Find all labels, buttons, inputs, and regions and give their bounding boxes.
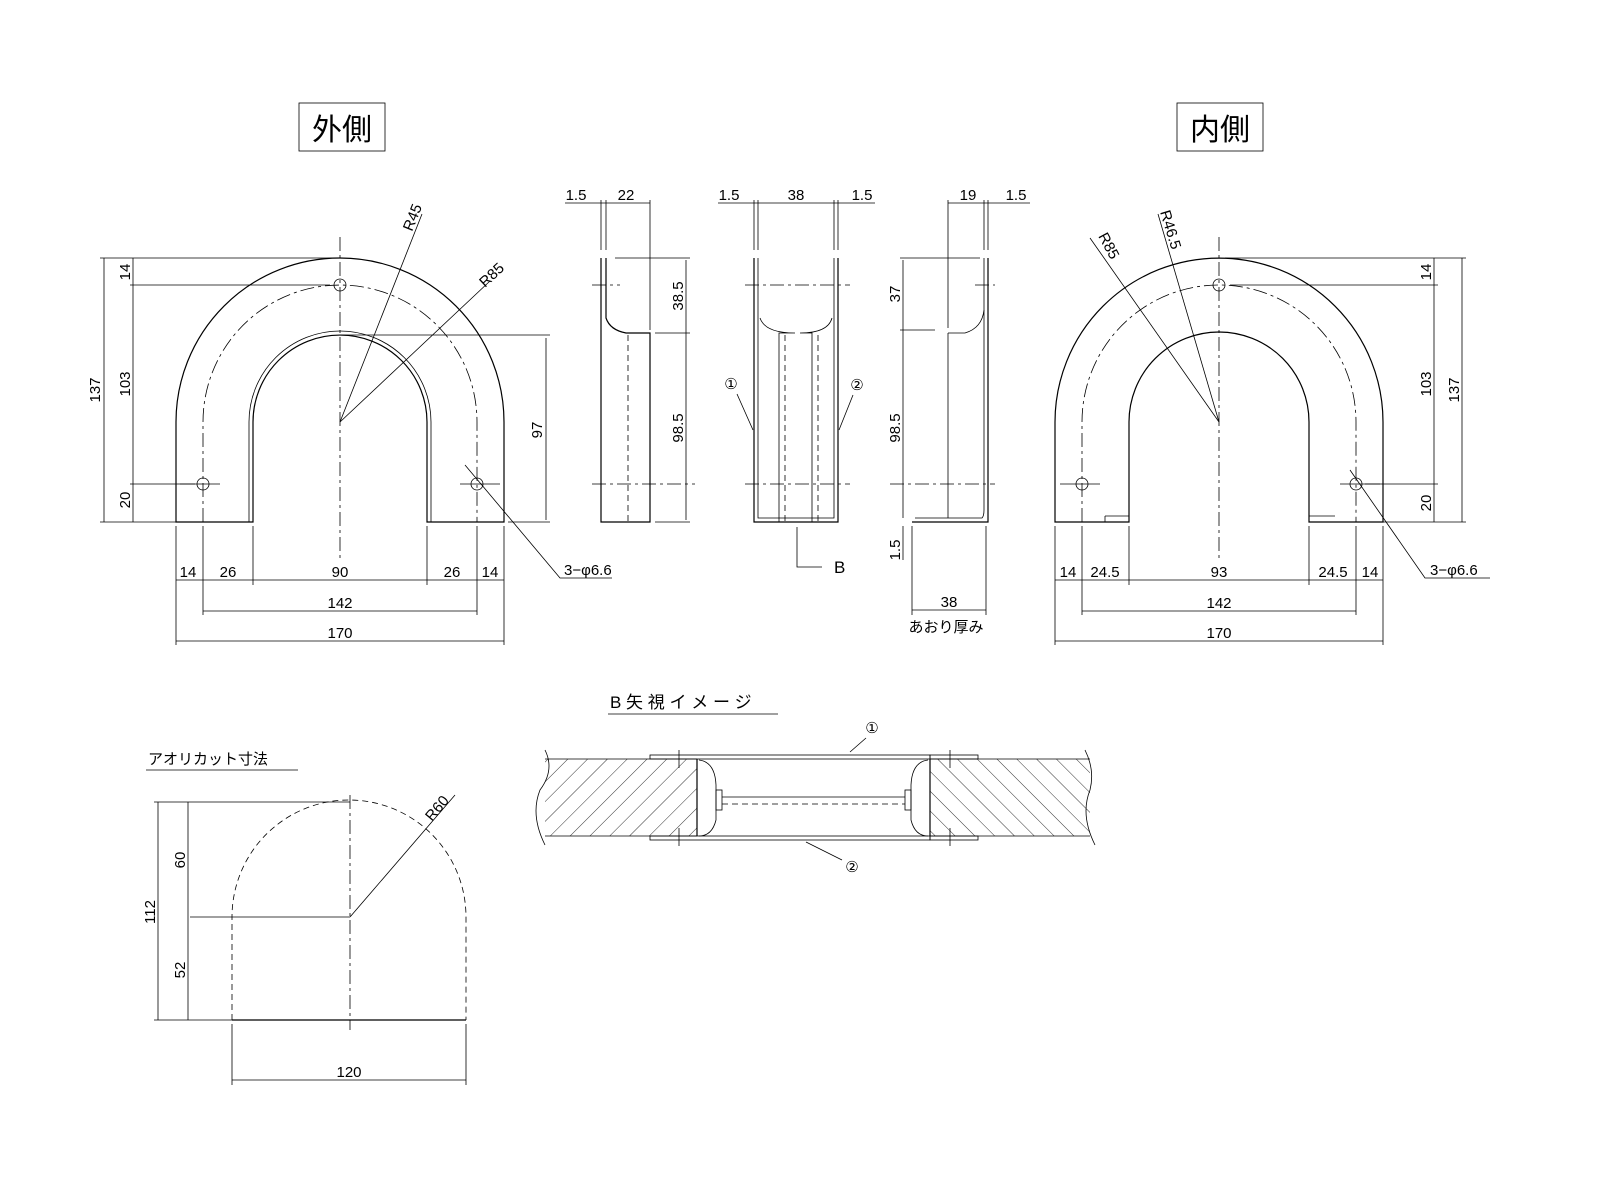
outer-view: 137 14 103 20 97 14 26 90 26 14 142 170 … xyxy=(87,202,612,645)
dim-26-left: 26 xyxy=(220,564,237,581)
radius-r46-5: R46.5 xyxy=(1156,208,1184,251)
side-view-1: 1.5 22 38.5 98.5 xyxy=(565,187,695,523)
side-view-2: 1.5 38 1.5 ① ② B xyxy=(718,187,875,577)
dim-98-5: 98.5 xyxy=(887,413,904,442)
dim-37: 37 xyxy=(887,286,904,303)
side-view-3: 19 1.5 37 98.5 1.5 38 あおり厚み xyxy=(887,187,1030,636)
title-outer-text: 外側 xyxy=(312,114,372,147)
title-inner: 内側 xyxy=(1176,102,1264,152)
callout-1: ① xyxy=(865,720,878,737)
dim-24-5-left: 24.5 xyxy=(1090,564,1119,581)
radius-r45: R45 xyxy=(400,202,426,234)
dim-20: 20 xyxy=(1418,495,1435,512)
b-view: B 矢 視 イ メ ー ジ ① ② xyxy=(535,693,1096,876)
dim-170: 170 xyxy=(327,625,352,642)
holes-label: 3−φ6.6 xyxy=(564,562,612,579)
cut-title: アオリカット寸法 xyxy=(148,751,268,768)
radius-r85: R85 xyxy=(476,260,508,291)
dim-19: 19 xyxy=(960,187,977,204)
dim-38: 38 xyxy=(941,594,958,611)
dim-24-5-right: 24.5 xyxy=(1318,564,1347,581)
dim-14-left: 14 xyxy=(1060,564,1077,581)
view-arrow-b: B xyxy=(834,558,845,577)
dim-38-5: 38.5 xyxy=(670,281,687,310)
dim-60: 60 xyxy=(172,852,189,869)
dim-14: 14 xyxy=(1418,264,1435,281)
dim-14-right: 14 xyxy=(482,564,499,581)
dim-137: 137 xyxy=(1446,377,1463,402)
dim-1-5-right: 1.5 xyxy=(852,187,873,204)
dim-90: 90 xyxy=(332,564,349,581)
dim-14-left: 14 xyxy=(180,564,197,581)
hole xyxy=(1212,278,1226,292)
dim-52: 52 xyxy=(172,962,189,979)
dim-1-5-left: 1.5 xyxy=(719,187,740,204)
dim-112: 112 xyxy=(142,900,159,924)
caption-aori-thickness: あおり厚み xyxy=(908,619,983,636)
dim-14: 14 xyxy=(117,264,134,281)
dim-1-5: 1.5 xyxy=(566,187,587,204)
title-outer: 外側 xyxy=(298,102,386,152)
hole xyxy=(333,278,347,292)
aori-cut-view: アオリカット寸法 R60 112 60 52 120 xyxy=(142,751,467,1085)
callout-2: ② xyxy=(845,859,858,876)
callout-1: ① xyxy=(724,376,737,393)
holes-label: 3−φ6.6 xyxy=(1430,562,1478,579)
dim-142: 142 xyxy=(1206,595,1231,612)
dim-170: 170 xyxy=(1206,625,1231,642)
dim-1-5-top: 1.5 xyxy=(1006,187,1027,204)
bview-title: B 矢 視 イ メ ー ジ xyxy=(610,693,752,712)
dim-38: 38 xyxy=(788,187,805,204)
dim-26-right: 26 xyxy=(444,564,461,581)
dim-22: 22 xyxy=(618,187,635,204)
radius-r60: R60 xyxy=(422,793,453,825)
dim-1-5-bottom: 1.5 xyxy=(887,540,904,561)
inner-view: 137 14 103 20 14 24.5 93 24.5 14 142 170… xyxy=(1054,208,1490,645)
dim-137: 137 xyxy=(87,377,104,402)
callout-2: ② xyxy=(850,377,863,394)
dim-93: 93 xyxy=(1211,564,1228,581)
dim-103: 103 xyxy=(1418,371,1435,396)
dim-14-right: 14 xyxy=(1362,564,1379,581)
dim-20: 20 xyxy=(117,492,134,509)
radius-r85: R85 xyxy=(1094,230,1122,262)
dim-103: 103 xyxy=(117,371,134,396)
dim-120: 120 xyxy=(336,1064,361,1081)
dim-142: 142 xyxy=(327,595,352,612)
dim-98-5: 98.5 xyxy=(670,413,687,442)
title-inner-text: 内側 xyxy=(1190,114,1250,147)
dim-97: 97 xyxy=(529,422,546,439)
